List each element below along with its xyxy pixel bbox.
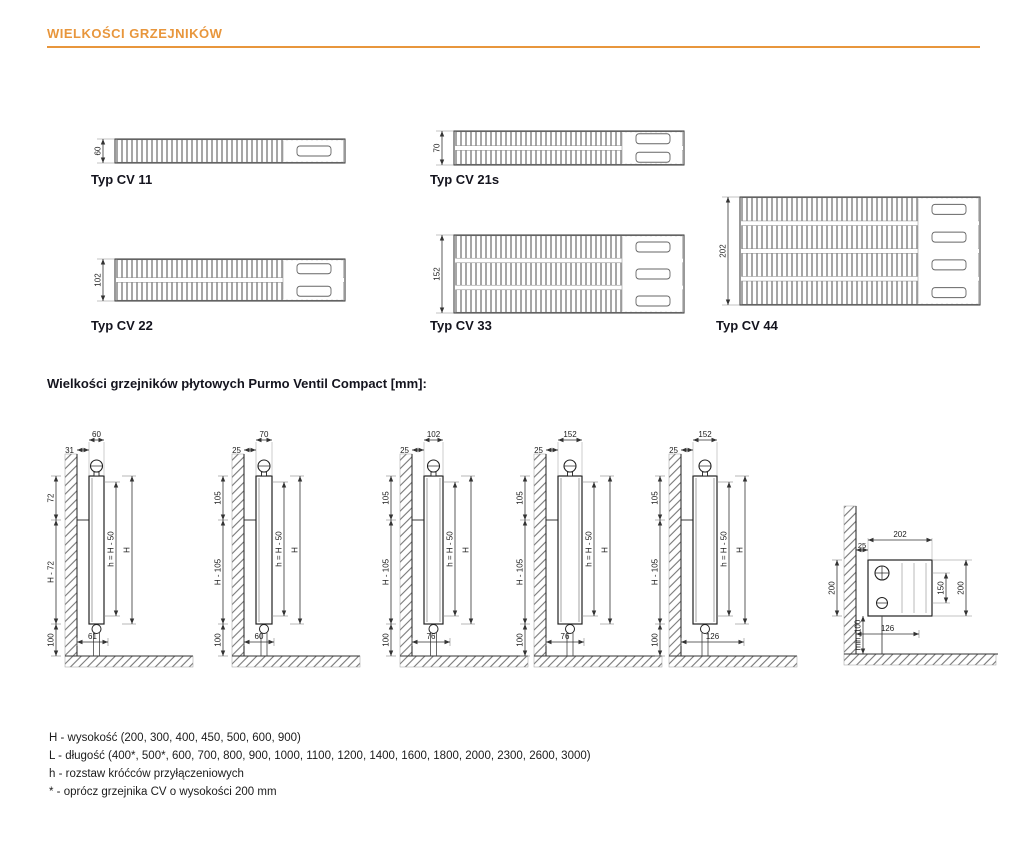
svg-text:105: 105 xyxy=(382,491,391,505)
svg-text:202: 202 xyxy=(719,244,728,258)
svg-text:60: 60 xyxy=(94,146,103,155)
mount-diagram-1: 60 31 72 H - 72 100 h = H - 50 H 61 xyxy=(45,428,210,678)
page-title: WIELKOŚCI GRZEJNIKÓW xyxy=(47,26,223,41)
svg-text:152: 152 xyxy=(698,430,712,439)
svg-text:126: 126 xyxy=(706,632,720,641)
wall-mount-drawing: 70 25 105 H - 105 100 h = H - 50 H 60 xyxy=(214,430,361,668)
svg-text:102: 102 xyxy=(94,273,103,287)
note-length: L - długość (400*, 500*, 600, 700, 800, … xyxy=(49,750,591,762)
radiator-cross-section-drawing: 152 xyxy=(433,234,685,314)
mount-diagram-2: 70 25 105 H - 105 100 h = H - 50 H 60 xyxy=(212,428,377,678)
svg-text:100: 100 xyxy=(382,633,391,647)
svg-text:H: H xyxy=(736,547,745,553)
svg-text:H: H xyxy=(291,547,300,553)
svg-text:H - 105: H - 105 xyxy=(516,558,525,585)
svg-text:25: 25 xyxy=(534,446,543,455)
svg-text:152: 152 xyxy=(563,430,577,439)
radiator-type-label: Typ CV 11 xyxy=(91,172,153,187)
svg-text:H - 72: H - 72 xyxy=(47,561,56,583)
svg-text:105: 105 xyxy=(516,491,525,505)
radiator-type-label: Typ CV 33 xyxy=(430,318,492,333)
radiator-cross-section-drawing: 202 xyxy=(719,196,981,306)
svg-text:25: 25 xyxy=(669,446,678,455)
svg-text:h = H - 50: h = H - 50 xyxy=(107,531,116,567)
note-height: H - wysokość (200, 300, 400, 450, 500, 6… xyxy=(49,732,301,744)
wall-mount-drawing: 152 25 105 H - 105 100 h = H - 50 H 126 xyxy=(651,430,798,668)
svg-text:102: 102 xyxy=(427,430,441,439)
svg-text:76: 76 xyxy=(561,632,570,641)
svg-text:h = H - 50: h = H - 50 xyxy=(720,531,729,567)
mount-diagram-5: 152 25 105 H - 105 100 h = H - 50 H 126 xyxy=(649,428,814,678)
svg-text:200: 200 xyxy=(828,581,837,595)
radiator-type-label: Typ CV 44 xyxy=(716,318,778,333)
svg-text:126: 126 xyxy=(881,624,895,633)
svg-text:76: 76 xyxy=(427,632,436,641)
svg-text:h = H - 50: h = H - 50 xyxy=(446,531,455,567)
svg-text:60: 60 xyxy=(92,430,101,439)
svg-text:H - 105: H - 105 xyxy=(214,558,223,585)
svg-text:H - 105: H - 105 xyxy=(651,558,660,585)
svg-text:31: 31 xyxy=(65,446,74,455)
wall-mount-drawing: 152 25 105 H - 105 100 h = H - 50 H 76 xyxy=(516,430,663,668)
svg-text:h = H - 50: h = H - 50 xyxy=(585,531,594,567)
svg-text:61: 61 xyxy=(88,632,97,641)
svg-text:H - 105: H - 105 xyxy=(382,558,391,585)
svg-text:150: 150 xyxy=(937,581,946,595)
svg-text:100: 100 xyxy=(47,633,56,647)
svg-text:105: 105 xyxy=(214,491,223,505)
legend-notes: H - wysokość (200, 300, 400, 450, 500, 6… xyxy=(49,732,591,804)
svg-text:70: 70 xyxy=(260,430,269,439)
wall-mount-drawing: 102 25 105 H - 105 100 h = H - 50 H 76 xyxy=(382,430,529,668)
svg-text:h = H - 50: h = H - 50 xyxy=(275,531,284,567)
radiator-type-label: Typ CV 22 xyxy=(91,318,153,333)
svg-text:202: 202 xyxy=(893,530,907,539)
note-pipe-spacing: h - rozstaw króćców przyłączeniowych xyxy=(49,768,244,780)
svg-text:H: H xyxy=(601,547,610,553)
svg-text:25: 25 xyxy=(400,446,409,455)
svg-text:H: H xyxy=(123,547,132,553)
mount-diagram-4: 152 25 105 H - 105 100 h = H - 50 H 76 xyxy=(514,428,679,678)
svg-text:100: 100 xyxy=(516,633,525,647)
radiator-cross-section-drawing: 60 xyxy=(94,138,346,164)
radiator-type-label: Typ CV 21s xyxy=(430,172,500,187)
svg-text:25: 25 xyxy=(858,541,866,550)
radiator-cross-section-drawing: 102 xyxy=(94,258,346,302)
svg-text:105: 105 xyxy=(651,491,660,505)
svg-text:72: 72 xyxy=(47,493,56,502)
svg-text:100: 100 xyxy=(651,633,660,647)
svg-text:152: 152 xyxy=(433,267,442,281)
svg-text:200: 200 xyxy=(957,581,966,595)
svg-text:60: 60 xyxy=(255,632,264,641)
svg-text:70: 70 xyxy=(433,143,442,152)
section-heading: Wielkości grzejników płytowych Purmo Ven… xyxy=(47,376,427,391)
svg-text:25: 25 xyxy=(232,446,241,455)
radiator-cross-section-drawing: 70 xyxy=(433,130,685,166)
mount-diagram-3: 102 25 105 H - 105 100 h = H - 50 H 76 xyxy=(380,428,545,678)
header-rule xyxy=(47,46,980,48)
wall-mount-drawing: 60 31 72 H - 72 100 h = H - 50 H 61 xyxy=(47,430,194,668)
note-asterisk: * - oprócz grzejnika CV o wysokości 200 … xyxy=(49,786,277,798)
svg-text:H: H xyxy=(462,547,471,553)
svg-text:100: 100 xyxy=(214,633,223,647)
